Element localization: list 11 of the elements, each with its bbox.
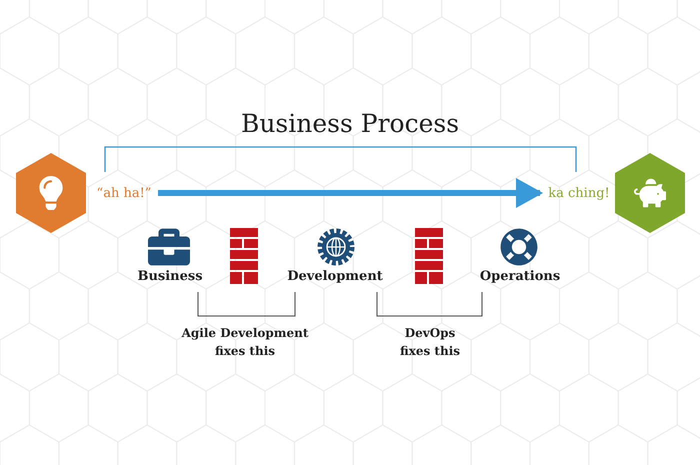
arrow — [158, 178, 543, 208]
hexagon-badge — [615, 153, 685, 233]
stage-label: Operations — [478, 268, 562, 286]
callout-text: “ah ha!” — [92, 182, 156, 204]
callout-text: ka ching! — [546, 182, 612, 204]
bracket-note: DevOps fixes this — [398, 325, 462, 360]
bracket-note: Agile Development fixes this — [180, 325, 310, 360]
hexagon-badge — [16, 153, 86, 233]
stage-label: Development — [286, 268, 384, 286]
stage-label: Business — [136, 268, 204, 286]
title: Business Process — [240, 108, 460, 140]
